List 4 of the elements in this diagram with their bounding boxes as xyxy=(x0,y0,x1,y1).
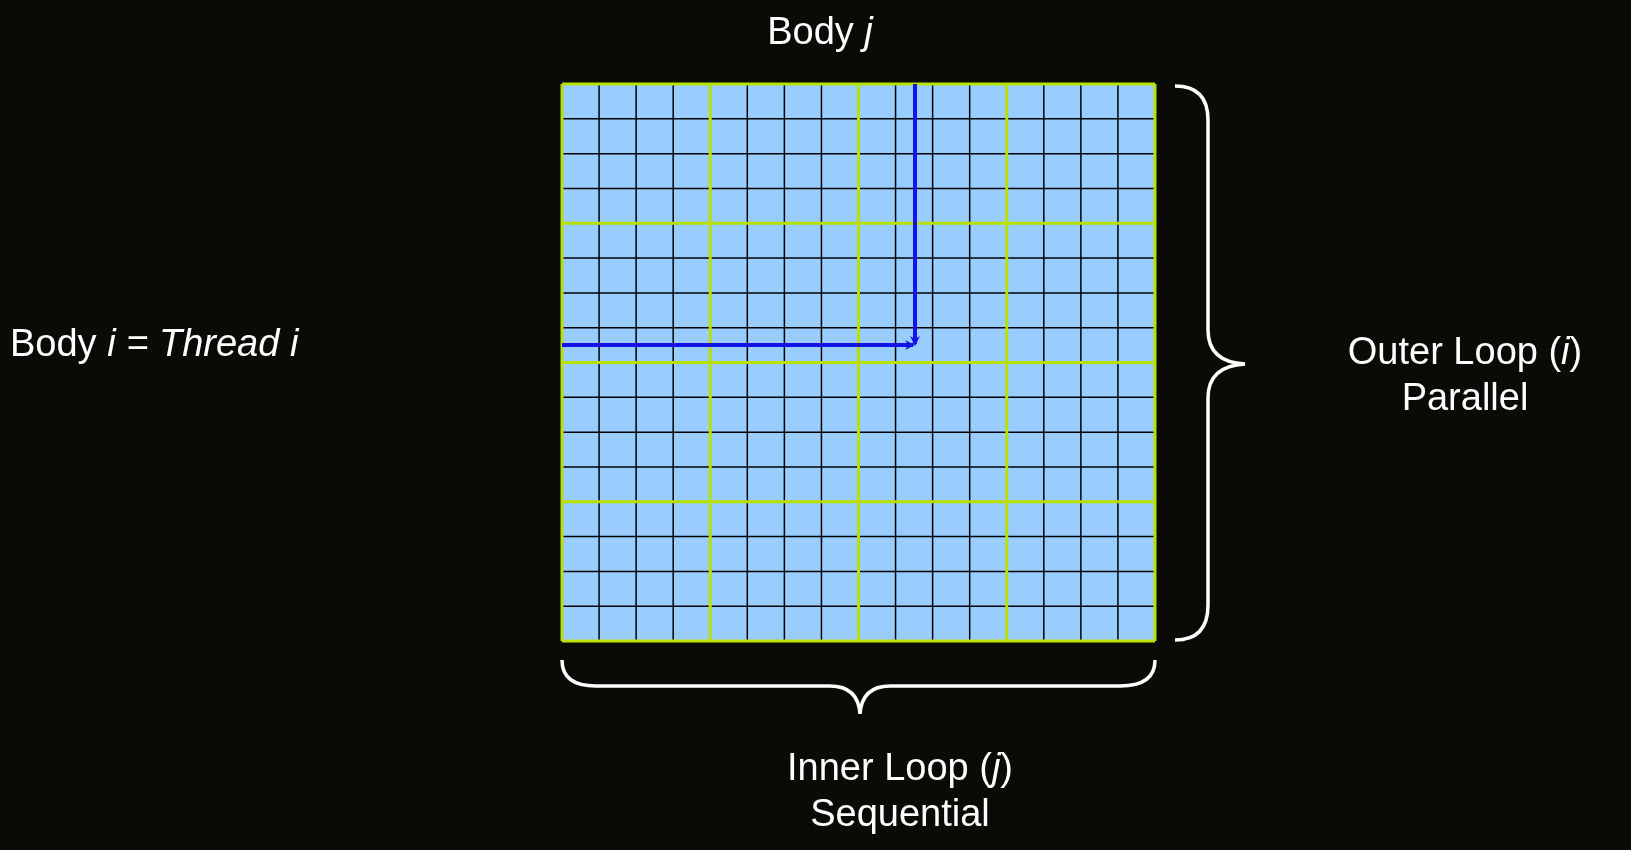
label-text: Body i = Thread i xyxy=(10,321,301,366)
label-text: Outer Loop (i) Parallel xyxy=(1346,329,1584,420)
label-text: Inner Loop (j) Sequential xyxy=(786,745,1014,836)
label-text: Body j xyxy=(766,9,875,54)
